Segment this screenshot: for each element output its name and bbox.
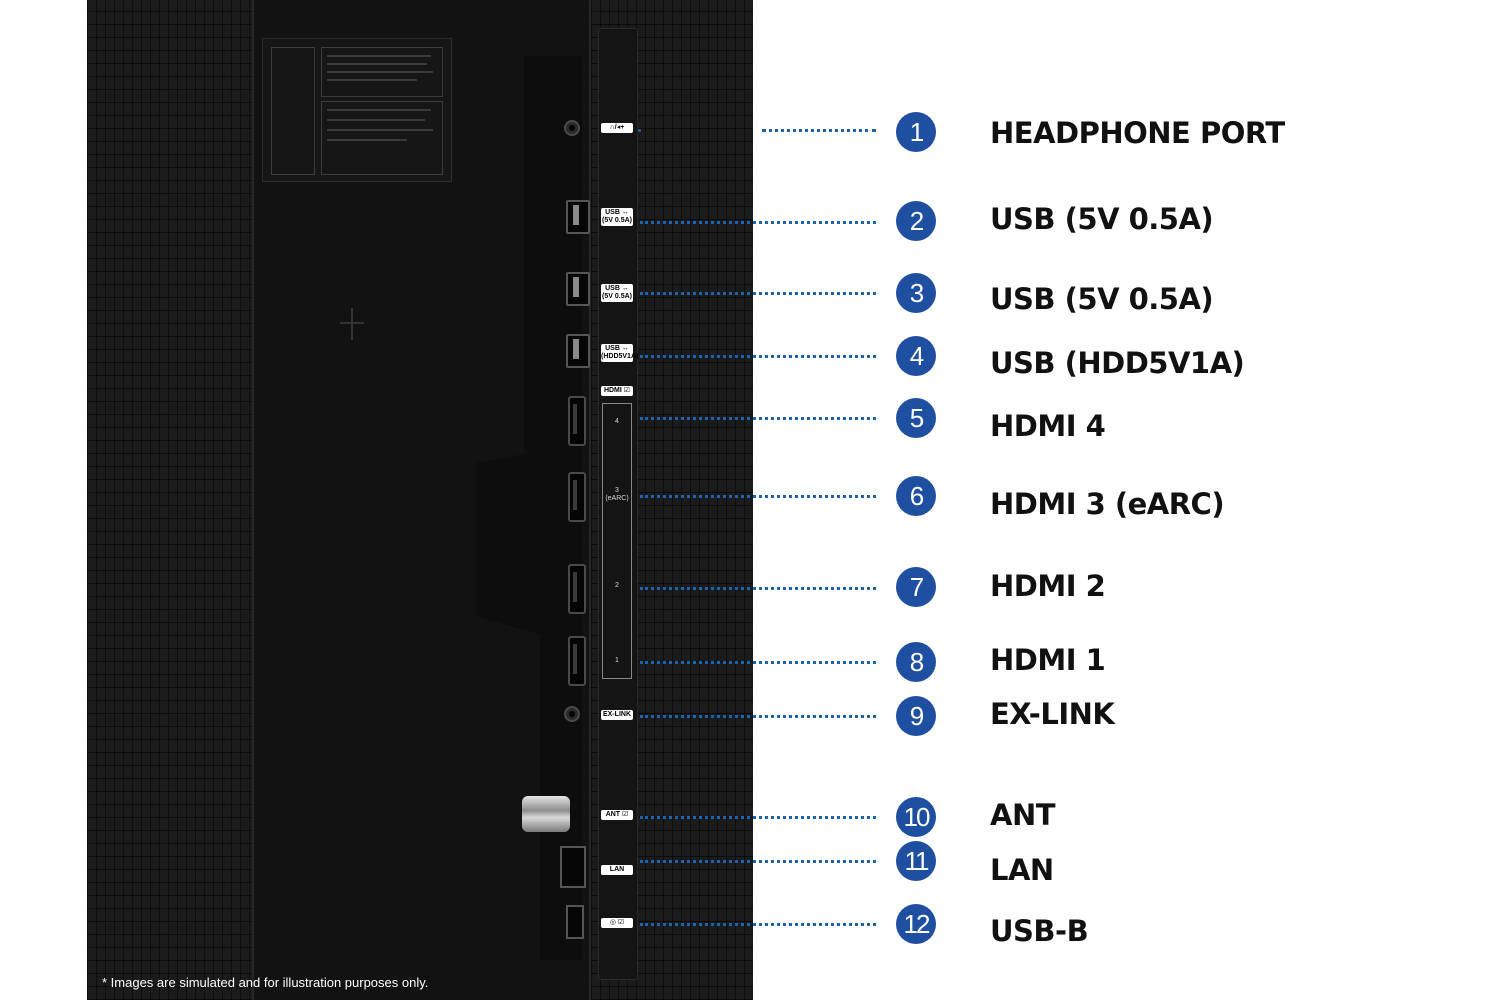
leader-line-10 <box>640 816 876 819</box>
hdmi-label-frame <box>602 403 632 679</box>
usb-label-1: USB ↔ (5V 0.5A) <box>601 208 633 226</box>
hdmi-connector-3 <box>568 472 586 522</box>
ant-label: ANT ☑ <box>601 810 633 820</box>
usb-label-2: USB ↔ (5V 0.5A) <box>601 284 633 302</box>
headphone-icon: ∩/◂+ <box>601 123 633 133</box>
hdmi-label-1: 1 <box>615 657 619 664</box>
usb-label-3: USB ↔ (HDD5V1A) <box>601 344 639 362</box>
port-number-badge: 3 <box>896 273 936 313</box>
label-line <box>327 79 417 81</box>
leader-line-9 <box>640 715 876 718</box>
port-name-usb-b: USB-B <box>990 914 1089 948</box>
label-line <box>327 109 431 111</box>
leader-line-11 <box>640 860 876 863</box>
port-name-usb-3: USB (HDD5V1A) <box>990 346 1245 380</box>
port-number-badge: 12 <box>896 904 936 944</box>
leader-line-8 <box>640 661 876 664</box>
port-name-hdmi-4: HDMI 4 <box>990 409 1106 443</box>
leader-line-2 <box>640 221 876 224</box>
leader-line-5 <box>640 417 876 420</box>
leader-line-4 <box>640 355 876 358</box>
mounting-cross-mark <box>340 308 364 340</box>
port-number-badge: 10 <box>896 797 936 837</box>
port-number-badge: 2 <box>896 201 936 241</box>
antenna-connector <box>522 796 570 832</box>
usb-b-label: ◎ ☑ <box>601 918 633 928</box>
hdmi-label-4: 4 <box>615 418 619 425</box>
port-name-usb-1: USB (5V 0.5A) <box>990 202 1214 236</box>
leader-dot <box>638 129 641 132</box>
disclaimer-text: * Images are simulated and for illustrat… <box>102 975 429 990</box>
port-name-ant: ANT <box>990 798 1056 832</box>
leader-line-3 <box>640 292 876 295</box>
exlink-label: EX-LINK <box>601 710 633 720</box>
label-line <box>327 55 431 57</box>
label-line <box>327 139 407 141</box>
leader-line-7 <box>640 587 876 590</box>
regulatory-label-plate <box>262 38 452 182</box>
port-name-hdmi-3: HDMI 3 (eARC) <box>990 487 1225 521</box>
hdmi-connector-4 <box>568 396 586 446</box>
port-number-badge: 4 <box>896 336 936 376</box>
usb-connector-1 <box>566 200 590 234</box>
label-line <box>327 63 427 65</box>
hdmi-connector-2 <box>568 564 586 614</box>
usb-connector-3 <box>566 334 590 368</box>
port-name-hdmi-1: HDMI 1 <box>990 643 1106 677</box>
port-number-badge: 9 <box>896 696 936 736</box>
usb-connector-2 <box>566 272 590 306</box>
label-text-box-top <box>321 47 443 97</box>
label-logo-box <box>271 47 315 175</box>
port-name-hdmi-2: HDMI 2 <box>990 569 1106 603</box>
port-name-exlink: EX-LINK <box>990 697 1115 731</box>
port-name-lan: LAN <box>990 853 1054 887</box>
label-line <box>327 119 425 121</box>
port-number-badge: 11 <box>896 841 936 881</box>
leader-line-12 <box>640 923 876 926</box>
port-number-badge: 7 <box>896 567 936 607</box>
port-number-badge: 1 <box>896 112 936 152</box>
gamepad-icon: HDMI ☑ <box>601 386 633 396</box>
leader-line-6 <box>640 495 876 498</box>
label-text-box-bottom <box>321 101 443 175</box>
hdmi-connector-1 <box>568 636 586 686</box>
port-number-badge: 6 <box>896 476 936 516</box>
hdmi-label-3: 3 (eARC) <box>605 487 629 502</box>
lan-label: LAN <box>601 865 633 875</box>
port-number-badge: 5 <box>896 398 936 438</box>
lan-connector <box>560 846 586 888</box>
port-name-headphone: HEADPHONE PORT <box>990 116 1285 150</box>
headphone-jack <box>564 120 580 136</box>
port-name-usb-2: USB (5V 0.5A) <box>990 282 1214 316</box>
label-line <box>327 71 433 73</box>
usb-b-connector <box>566 905 584 939</box>
hdmi-label-2: 2 <box>615 582 619 589</box>
exlink-jack <box>564 706 580 722</box>
port-number-badge: 8 <box>896 642 936 682</box>
label-line <box>327 129 433 131</box>
leader-line-1 <box>762 129 876 132</box>
